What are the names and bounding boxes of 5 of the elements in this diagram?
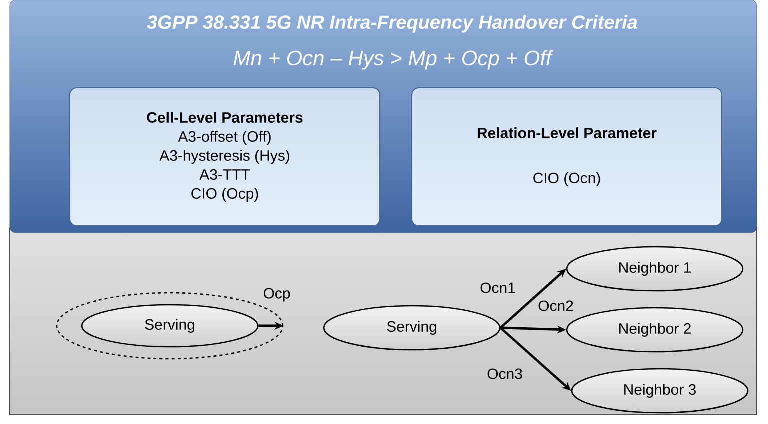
edge-label: Ocn3 [488,368,522,380]
edge-label: Ocp [264,288,290,302]
parameter-box: Relation-Level Parameter CIO (Ocn) [412,88,722,226]
parameter-box: Cell-Level Parameters A3-offset (Off) A3-hysteresis (Hys) A3-TTT CIO (Ocp) [70,88,380,226]
edge-label: Ocn1 [480,282,516,294]
